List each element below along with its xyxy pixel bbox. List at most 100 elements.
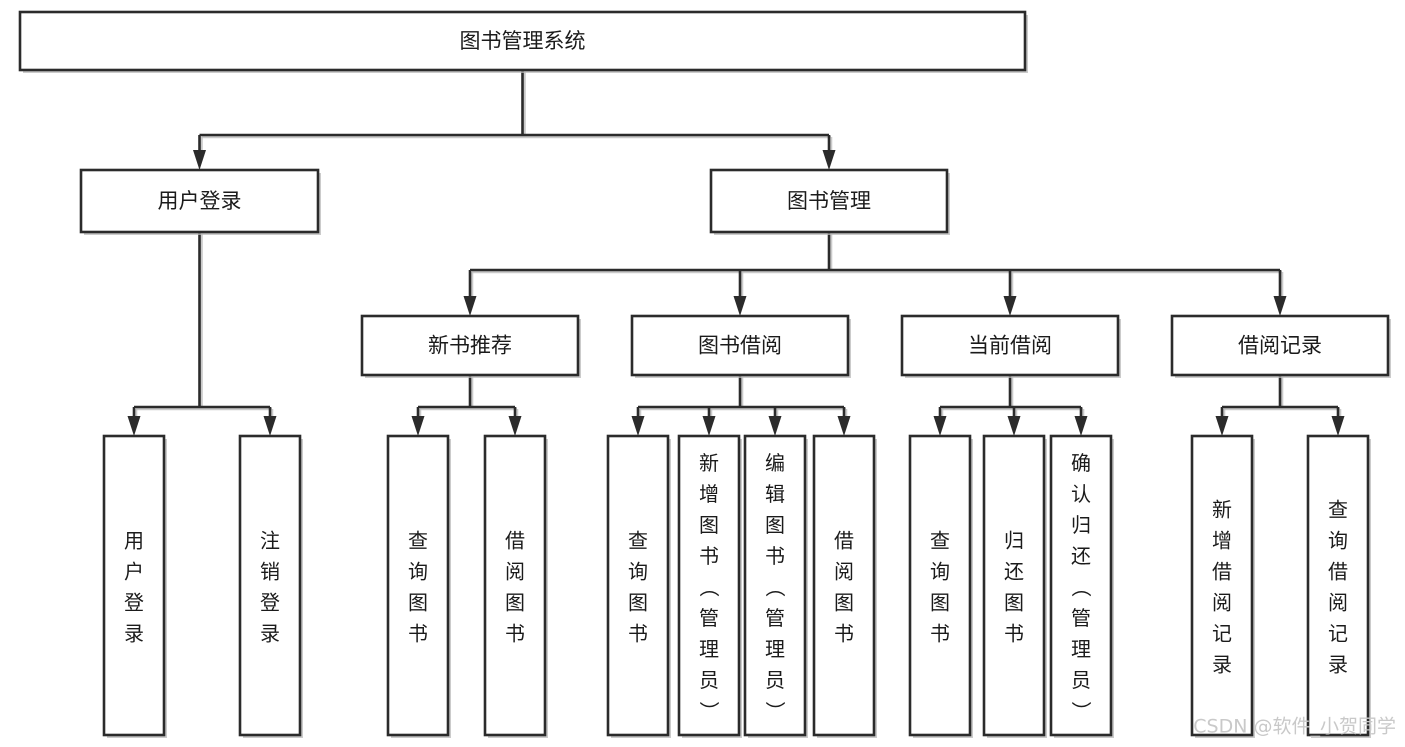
node-user-login[interactable]: 用户登录 (79, 168, 321, 235)
node-label-char: 图 (765, 513, 785, 537)
node-label-char: 书 (699, 544, 719, 568)
node-box[interactable] (360, 314, 580, 377)
arrow-head-icon (1331, 416, 1345, 436)
arrow-head-icon (193, 150, 206, 170)
node-box[interactable] (677, 434, 741, 737)
node-box[interactable] (238, 434, 302, 737)
node-label-char: 借 (505, 529, 525, 553)
node-borrow-record[interactable]: 借阅记录 (1170, 314, 1391, 378)
node-box[interactable] (102, 434, 166, 737)
node-label-char: 销 (260, 560, 280, 584)
node-label-char: 记 (1212, 622, 1232, 646)
arrow-head-icon (933, 416, 947, 436)
node-label-char: 书 (505, 622, 525, 646)
node-label-char: 员 (699, 668, 719, 692)
node-label-char: 登 (260, 591, 280, 615)
node-box[interactable] (709, 168, 949, 234)
node-label-char: 阅 (1328, 591, 1348, 615)
node-box[interactable] (908, 434, 972, 737)
node-box[interactable] (386, 434, 450, 737)
arrow-head-icon (1003, 296, 1017, 316)
node-label-char: （ (1069, 577, 1093, 597)
node-label-char: 阅 (505, 560, 525, 584)
node-label-char: 员 (1071, 668, 1091, 692)
arrow-head-icon (1273, 296, 1287, 316)
node-box[interactable] (1170, 314, 1390, 377)
node-label-char: 户 (124, 560, 144, 584)
node-label-char: 询 (1328, 529, 1348, 553)
node-label-char: 录 (1212, 653, 1232, 677)
node-box[interactable] (18, 10, 1027, 72)
arrow-head-icon (1007, 416, 1021, 436)
node-root[interactable]: 图书管理系统 (18, 10, 1028, 73)
node-leaf-user-login[interactable]: 用户登录 (102, 434, 167, 738)
node-label-char: 阅 (834, 560, 854, 584)
arrow-head-icon (127, 416, 141, 436)
node-label-char: ） (1069, 701, 1093, 721)
node-label-char: 新 (699, 451, 719, 475)
node-label-char: 认 (1071, 482, 1091, 506)
node-label: 图书管理 (787, 189, 871, 213)
arrow-head-icon (631, 416, 645, 436)
arrow-head-icon (263, 416, 277, 436)
node-label-char: 记 (1328, 622, 1348, 646)
node-label: 图书借阅 (698, 334, 782, 358)
node-box[interactable] (812, 434, 876, 737)
node-label-char: 阅 (1212, 591, 1232, 615)
arrow-head-icon (702, 416, 716, 436)
node-label-char: 还 (1071, 544, 1091, 568)
node-label-char: 归 (1004, 529, 1024, 553)
node-book-manage[interactable]: 图书管理 (709, 168, 950, 235)
arrow-head-icon (1074, 416, 1088, 436)
node-box[interactable] (1190, 434, 1254, 737)
node-current-borrow[interactable]: 当前借阅 (900, 314, 1121, 378)
node-label-char: 询 (628, 560, 648, 584)
node-label-char: 编 (765, 451, 785, 475)
node-box[interactable] (1306, 434, 1370, 737)
node-label-char: 还 (1004, 560, 1024, 584)
node-book-borrow[interactable]: 图书借阅 (630, 314, 851, 378)
node-box[interactable] (79, 168, 320, 234)
node-label-char: 管 (765, 606, 785, 630)
node-label-char: 书 (1004, 622, 1024, 646)
csdn-watermark: CSDN @软件_小贺同学 (1193, 716, 1396, 738)
node-label-char: 录 (124, 622, 144, 646)
node-label-char: 用 (124, 529, 144, 553)
node-label-char: 理 (699, 637, 719, 661)
node-label-char: 归 (1071, 513, 1091, 537)
node-box[interactable] (982, 434, 1046, 737)
node-box[interactable] (743, 434, 807, 737)
node-label-char: 图 (699, 513, 719, 537)
node-label-char: 管 (1071, 606, 1091, 630)
node-box[interactable] (606, 434, 670, 737)
node-box[interactable] (630, 314, 850, 377)
arrow-head-icon (1215, 416, 1229, 436)
node-box[interactable] (900, 314, 1120, 377)
node-box[interactable] (483, 434, 547, 737)
node-label-char: （ (697, 577, 721, 597)
node-label-char: 书 (628, 622, 648, 646)
arrow-head-icon (733, 296, 747, 316)
node-layer: 图书管理系统用户登录图书管理新书推荐图书借阅当前借阅借阅记录用户登录注销登录查询… (18, 10, 1391, 738)
node-label-char: 书 (765, 544, 785, 568)
node-label-char: 图 (408, 591, 428, 615)
node-label-char: （ (763, 577, 787, 597)
node-box[interactable] (1049, 434, 1113, 737)
node-label-char: 书 (930, 622, 950, 646)
node-label-char: 查 (628, 529, 648, 553)
node-new-book-rec[interactable]: 新书推荐 (360, 314, 581, 378)
node-label-char: 理 (765, 637, 785, 661)
